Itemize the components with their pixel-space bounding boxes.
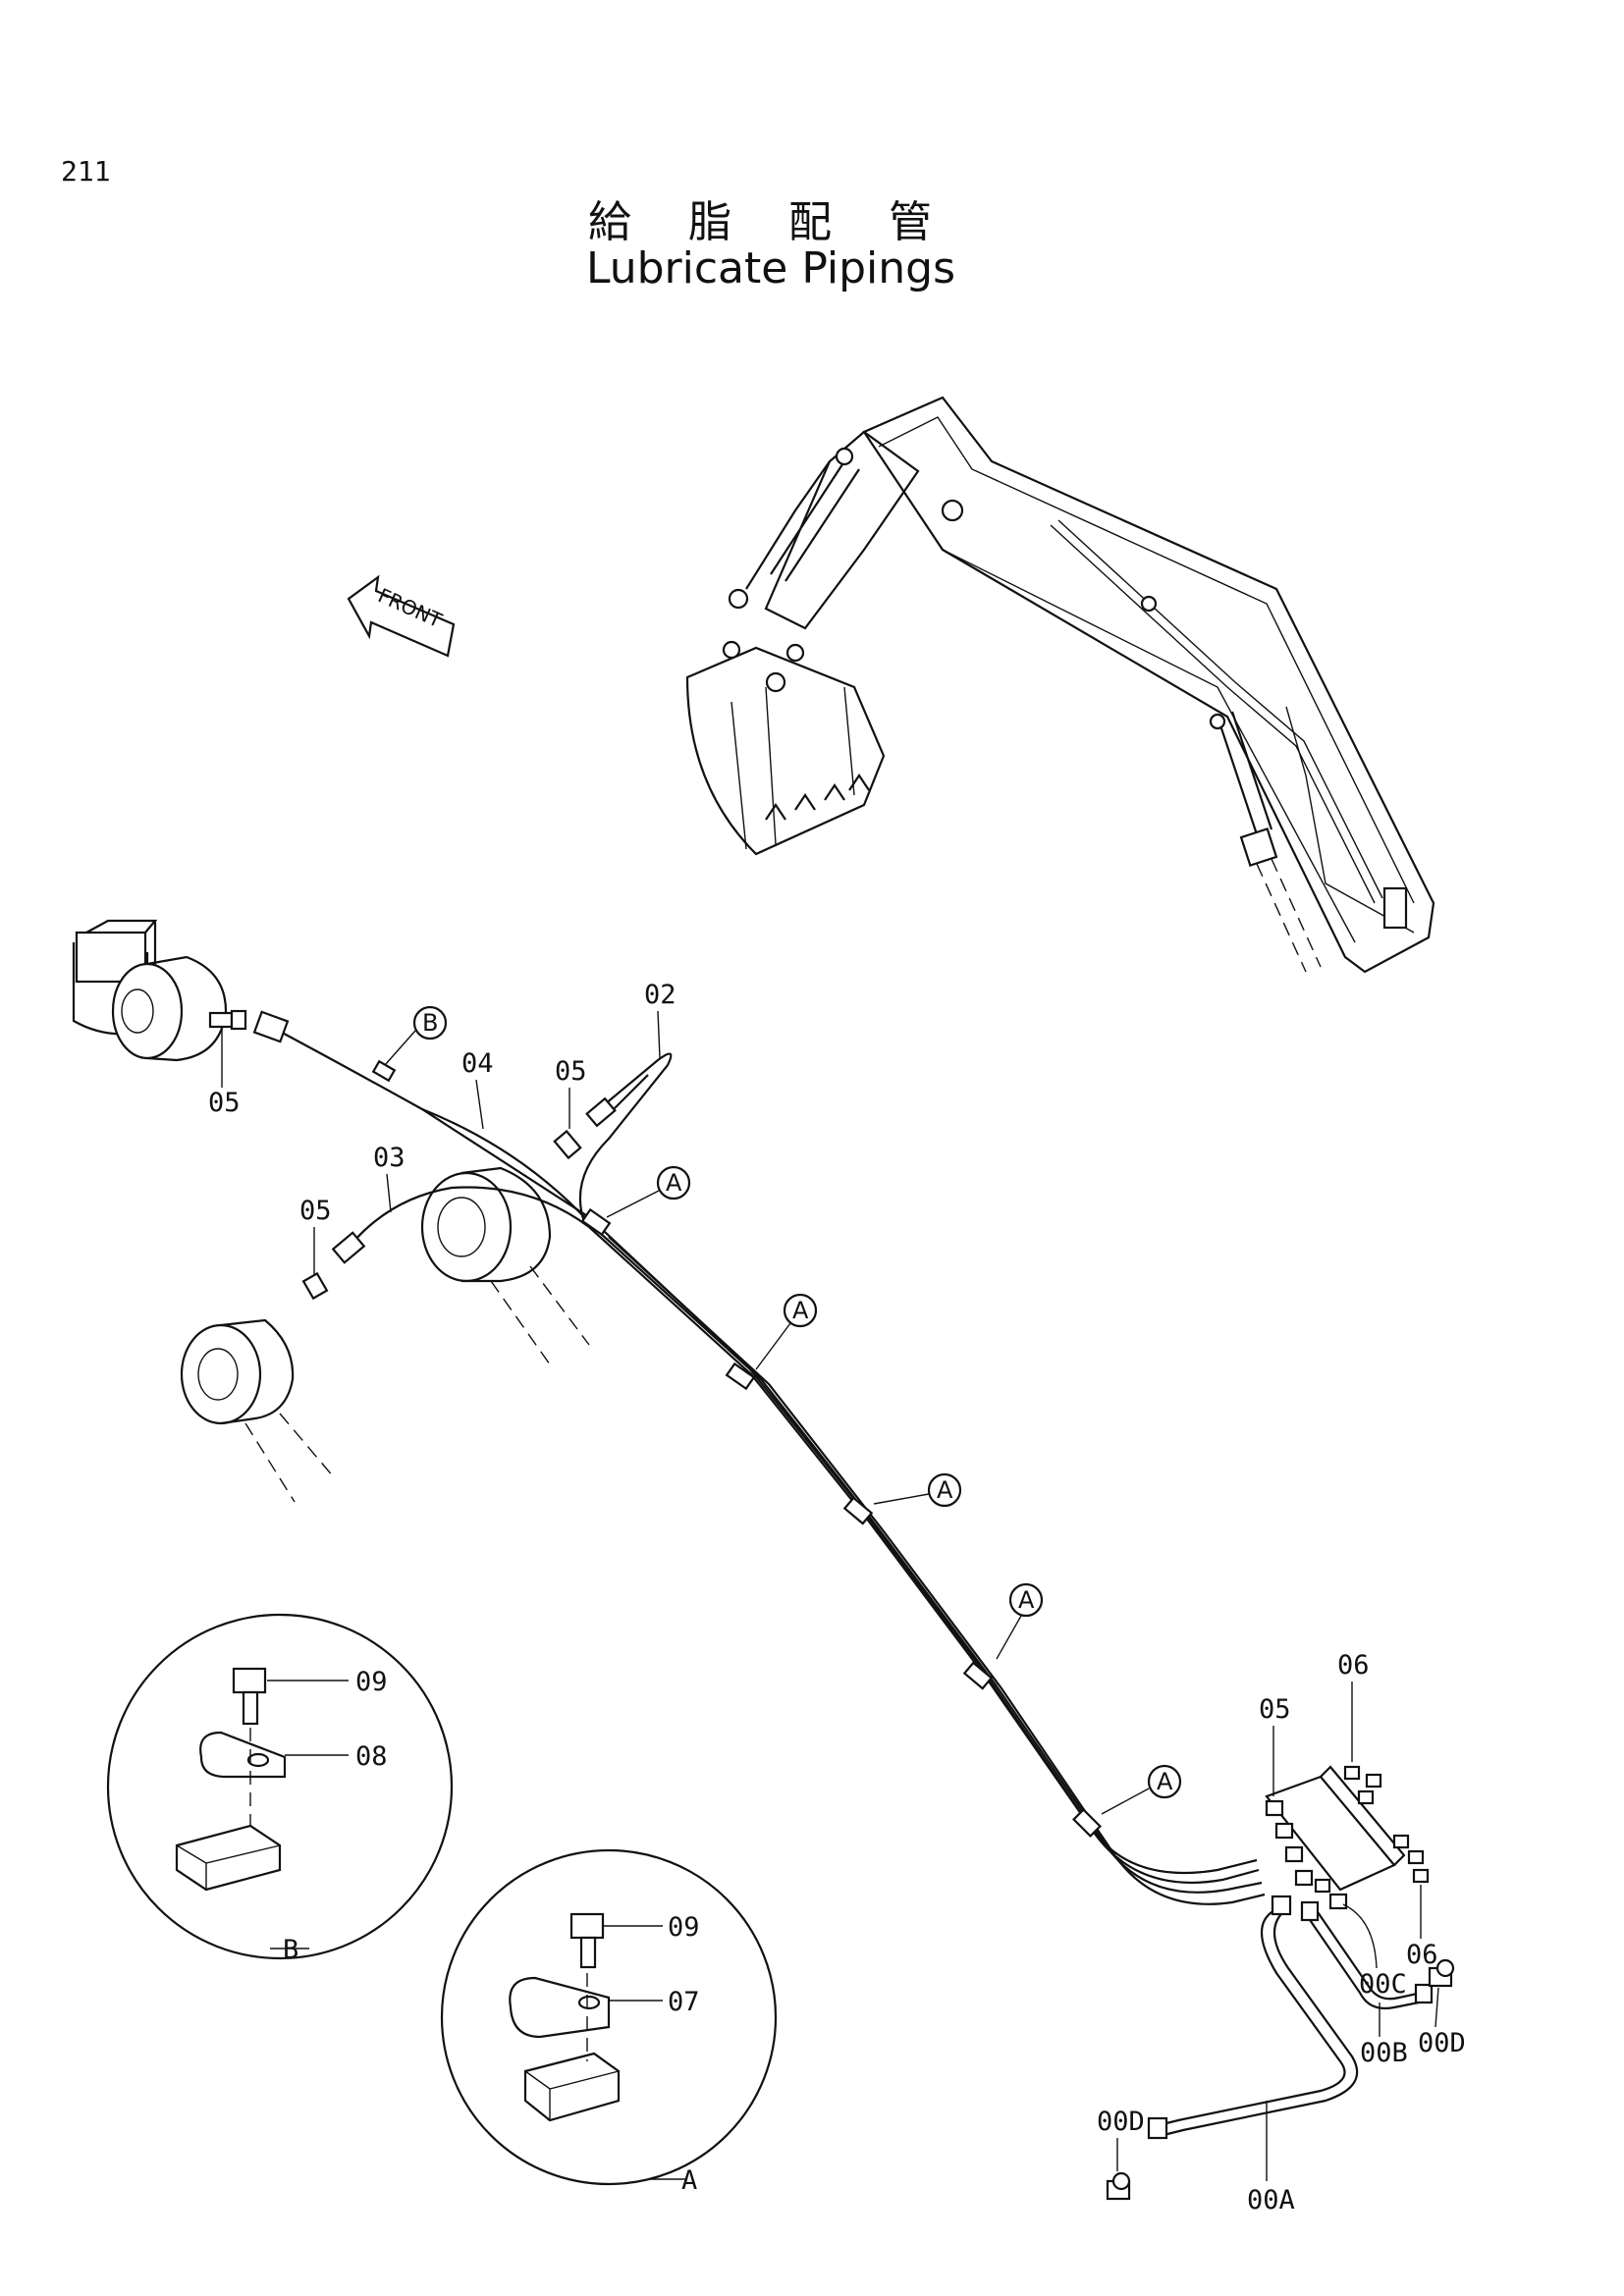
callout-a-5: A: [1101, 1764, 1182, 1815]
boom-cylinder-pin-boss: [180, 1318, 335, 1503]
part-label-00c: 00C: [1342, 1903, 1407, 2000]
grease-fitting-05-upper: [553, 1096, 617, 1160]
part-label-00d-left: 00D: [1097, 2107, 1145, 2171]
svg-text:B: B: [422, 1009, 438, 1037]
clamp-a-1: [580, 1207, 612, 1237]
callout-a-4: A: [996, 1582, 1044, 1660]
part-label-05-lower: 05: [299, 1196, 332, 1274]
svg-text:04: 04: [461, 1048, 494, 1079]
callout-a-3: A: [873, 1472, 962, 1508]
bolt-09-detail-b: [232, 1667, 267, 1726]
pipe-00b: [1300, 1900, 1434, 2010]
part-label-05-manifold: 05: [1259, 1694, 1291, 1796]
clamp-08-detail-b: [199, 1731, 287, 1779]
detail-b-caption: B: [283, 1935, 298, 1965]
excavator-overview-illustration: [685, 396, 1435, 974]
page-number: 211: [61, 155, 111, 187]
grease-manifold-block: [1265, 1765, 1430, 1892]
part-label-05-upper: 05: [555, 1056, 587, 1129]
svg-text:00A: 00A: [1247, 2185, 1295, 2216]
pipe-00a: [1147, 1895, 1359, 2140]
svg-text:A: A: [1018, 1586, 1035, 1614]
detail-b-label-08: 08: [355, 1741, 388, 1772]
svg-text:05: 05: [1259, 1694, 1291, 1725]
part-label-02: 02: [644, 980, 677, 1059]
part-label-04: 04: [461, 1048, 494, 1130]
detail-view-b: 09 08 B: [106, 1613, 454, 1965]
svg-text:A: A: [792, 1297, 809, 1324]
clamp-a-5: [1072, 1808, 1102, 1838]
fitting-cluster-06-top: [1343, 1765, 1382, 1805]
svg-text:A: A: [1157, 1768, 1173, 1795]
detail-a-label-07: 07: [668, 1987, 700, 2017]
callout-a-1: A: [606, 1165, 691, 1218]
detail-b-label-09: 09: [355, 1667, 388, 1697]
mounting-block-detail-b: [175, 1824, 282, 1892]
clamp-a-4: [962, 1661, 994, 1690]
detail-view-a: 09 07 A: [440, 1848, 778, 2196]
svg-text:00D: 00D: [1097, 2107, 1145, 2137]
clamp-07-detail-a: [509, 1976, 611, 2039]
part-label-00a: 00A: [1247, 2101, 1295, 2216]
svg-text:06: 06: [1406, 1940, 1438, 1970]
part-label-06-right: 06: [1406, 1885, 1438, 1970]
part-label-03: 03: [373, 1143, 406, 1213]
svg-text:05: 05: [208, 1088, 241, 1118]
callout-b: B: [384, 1005, 448, 1066]
part-label-05-left: 05: [208, 1029, 241, 1118]
part-label-00b: 00B: [1360, 2002, 1408, 2068]
svg-text:06: 06: [1337, 1650, 1370, 1681]
svg-text:05: 05: [299, 1196, 332, 1226]
detail-a-label-09: 09: [668, 1912, 700, 1943]
fitting-00c: [1314, 1878, 1348, 1910]
detail-a-caption: A: [681, 2165, 697, 2196]
boom-end-pin-housing: [72, 919, 228, 1062]
part-label-00d-right: 00D: [1418, 1987, 1466, 2058]
svg-text:02: 02: [644, 980, 677, 1010]
clamp-a-2: [725, 1362, 756, 1391]
svg-text:A: A: [666, 1169, 682, 1197]
elbow-fitting-00d-left: [1106, 2171, 1131, 2201]
part-label-06-top: 06: [1337, 1650, 1370, 1762]
callout-a-2: A: [755, 1293, 818, 1370]
svg-text:00D: 00D: [1418, 2028, 1466, 2058]
page-title-english: Lubricate Pipings: [585, 243, 956, 294]
clamp-b: [371, 1059, 397, 1083]
elbow-fitting-00d-right: [1428, 1958, 1455, 1988]
svg-text:05: 05: [555, 1056, 587, 1087]
arm-cylinder-pin-boss: [420, 1166, 590, 1365]
fitting-cluster-05: [1265, 1799, 1314, 1887]
svg-text:03: 03: [373, 1143, 406, 1173]
svg-text:00B: 00B: [1360, 2038, 1408, 2068]
bolt-09-detail-a: [569, 1912, 605, 1969]
lube-hose-bundle: [259, 1020, 1266, 1905]
svg-text:A: A: [937, 1476, 953, 1504]
mounting-block-detail-a: [523, 2052, 621, 2122]
clamp-a-3: [842, 1496, 874, 1525]
page-title-japanese: 給 脂 配 管: [588, 197, 953, 247]
grease-fitting-05-lower: [301, 1231, 366, 1301]
svg-text:00C: 00C: [1359, 1969, 1407, 2000]
grease-fitting-05-left: [208, 1009, 290, 1043]
front-direction-arrow: FRONT: [347, 574, 456, 658]
fitting-cluster-06-right: [1392, 1834, 1430, 1884]
